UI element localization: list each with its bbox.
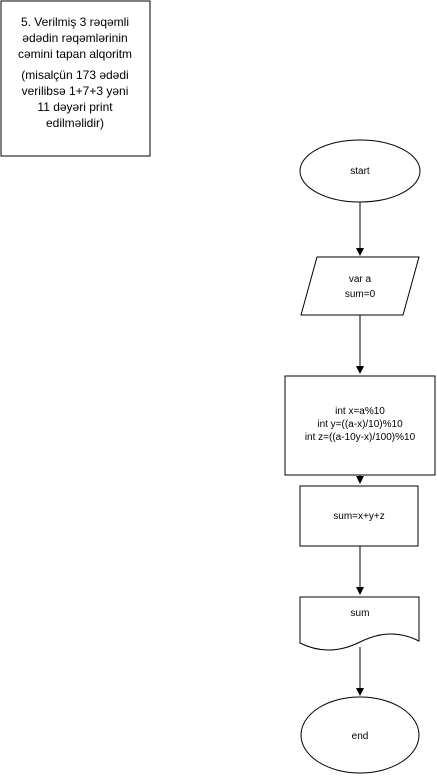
task-note-line: 5. Verilmiş 3 rəqəmli bbox=[21, 15, 129, 29]
sum-process-node[interactable]: sum=x+y+z bbox=[299, 485, 419, 547]
end-node[interactable]: end bbox=[300, 696, 420, 774]
task-note-line: ədədin rəqəmlərinin bbox=[22, 31, 127, 45]
input-line: sum=0 bbox=[345, 289, 376, 300]
end-label: end bbox=[352, 731, 369, 742]
digits-process-node[interactable]: int x=a%10 int y=((a-x)/10)%10 int z=((a… bbox=[284, 375, 436, 476]
digits-process-line: int x=a%10 bbox=[335, 406, 385, 417]
digits-process-line: int y=((a-x)/10)%10 bbox=[317, 419, 403, 430]
output-document-shape bbox=[299, 596, 420, 651]
digits-process-line: int z=((a-10y-x)/100)%10 bbox=[305, 432, 416, 443]
output-node[interactable]: sum bbox=[299, 596, 420, 651]
end-ellipse bbox=[300, 696, 420, 774]
task-note-line: verilibsə 1+7+3 yəni bbox=[22, 84, 129, 98]
task-note-line: 11 dəyəri print bbox=[37, 100, 113, 114]
task-note-line: cəmini tapan alqoritm bbox=[18, 47, 132, 61]
input-node[interactable]: var a sum=0 bbox=[300, 256, 420, 316]
start-label: start bbox=[350, 166, 370, 177]
input-parallelogram bbox=[300, 256, 420, 316]
task-note-box bbox=[0, 0, 151, 157]
start-node[interactable]: start bbox=[299, 139, 421, 203]
sum-process-label: sum=x+y+z bbox=[333, 511, 384, 522]
task-note-line: edilməlidir) bbox=[46, 116, 104, 130]
input-line: var a bbox=[349, 274, 372, 285]
task-note-line: (misalçün 173 ədədi bbox=[21, 68, 128, 82]
task-note: 5. Verilmiş 3 rəqəmli ədədin rəqəmlərini… bbox=[0, 0, 151, 157]
output-label: sum bbox=[351, 608, 370, 619]
sum-process-box bbox=[299, 485, 419, 547]
